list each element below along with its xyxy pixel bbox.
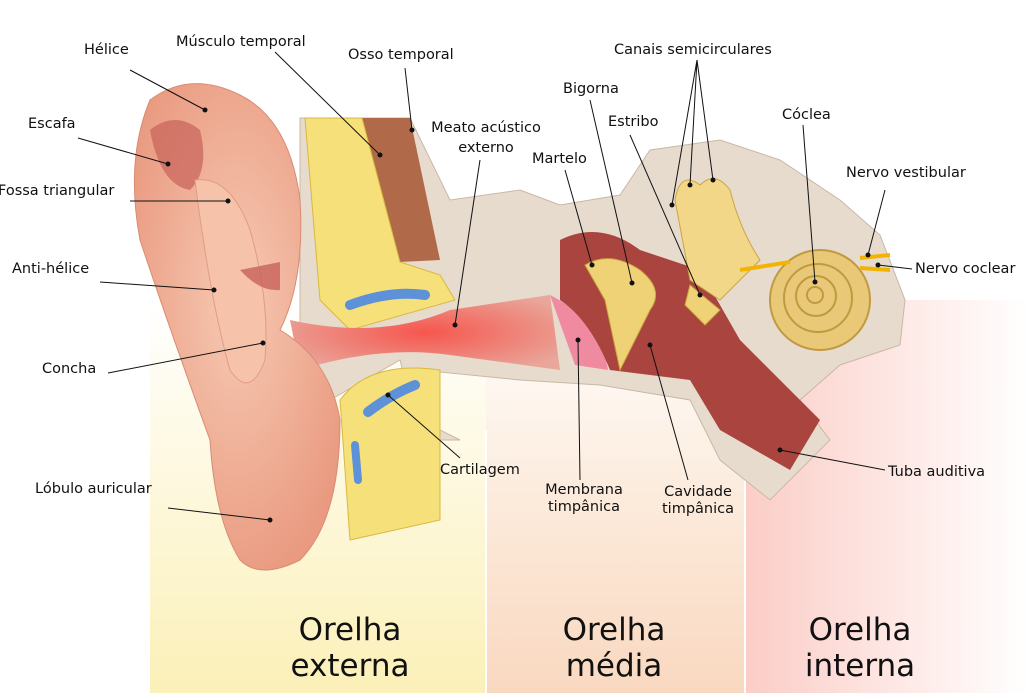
label-nervo-vestibular: Nervo vestibular xyxy=(846,165,966,181)
label-estribo: Estribo xyxy=(608,114,659,130)
label-martelo: Martelo xyxy=(532,151,587,167)
label-bigorna: Bigorna xyxy=(563,81,619,97)
label-fossa-triangular: Fossa triangular xyxy=(0,183,115,199)
tympanic-membrane xyxy=(550,295,608,370)
label-canais-semicirculares: Canais semicirculares xyxy=(614,42,772,58)
label-nervo-coclear: Nervo coclear xyxy=(915,261,1016,277)
leader-lines xyxy=(77,51,913,521)
label-membrana-line2: timpânica xyxy=(547,499,620,515)
label-membrana-line1: Membrana xyxy=(545,482,623,498)
region-interna-line2: interna xyxy=(804,648,916,684)
region-media-line1: Orelha xyxy=(562,612,666,648)
nerves xyxy=(739,253,891,272)
region-interna-line1: Orelha xyxy=(808,612,912,648)
region-externa-line1: Orelha xyxy=(298,612,402,648)
label-membrana-timpanica: Membrana timpânica xyxy=(532,482,636,516)
semicircular-canals xyxy=(674,178,761,301)
ossicles xyxy=(584,258,657,372)
label-osso-temporal: Osso temporal xyxy=(348,47,454,63)
label-musculo-temporal: Músculo temporal xyxy=(176,34,306,50)
label-meato-line2: externo xyxy=(458,140,514,156)
label-concha: Concha xyxy=(42,361,97,377)
label-meato-line1: Meato acústico xyxy=(431,120,541,136)
label-meato-acustico-externo: Meato acústico externo xyxy=(424,120,548,157)
label-cavidade-timpanica: Cavidade timpânica xyxy=(648,484,748,518)
leader-dots xyxy=(165,107,881,523)
region-externa-line2: externa xyxy=(290,648,410,684)
ear-canal xyxy=(290,295,560,370)
label-cavidade-line1: Cavidade xyxy=(664,484,732,500)
region-media-line2: média xyxy=(565,648,663,684)
region-orelha-interna: Orelha interna xyxy=(760,612,960,684)
label-cavidade-line2: timpânica xyxy=(661,501,734,517)
label-tuba-auditiva: Tuba auditiva xyxy=(888,464,986,480)
label-escafa: Escafa xyxy=(28,116,76,132)
region-orelha-media: Orelha média xyxy=(514,612,714,684)
label-anti-helice: Anti-hélice xyxy=(12,261,90,277)
label-coclea: Cóclea xyxy=(782,107,831,123)
label-lobulo-auricular: Lóbulo auricular xyxy=(35,481,152,497)
region-orelha-externa: Orelha externa xyxy=(250,612,450,684)
label-cartilagem: Cartilagem xyxy=(440,462,520,478)
cartilage-upper xyxy=(304,117,456,331)
label-helice: Hélice xyxy=(84,42,129,58)
